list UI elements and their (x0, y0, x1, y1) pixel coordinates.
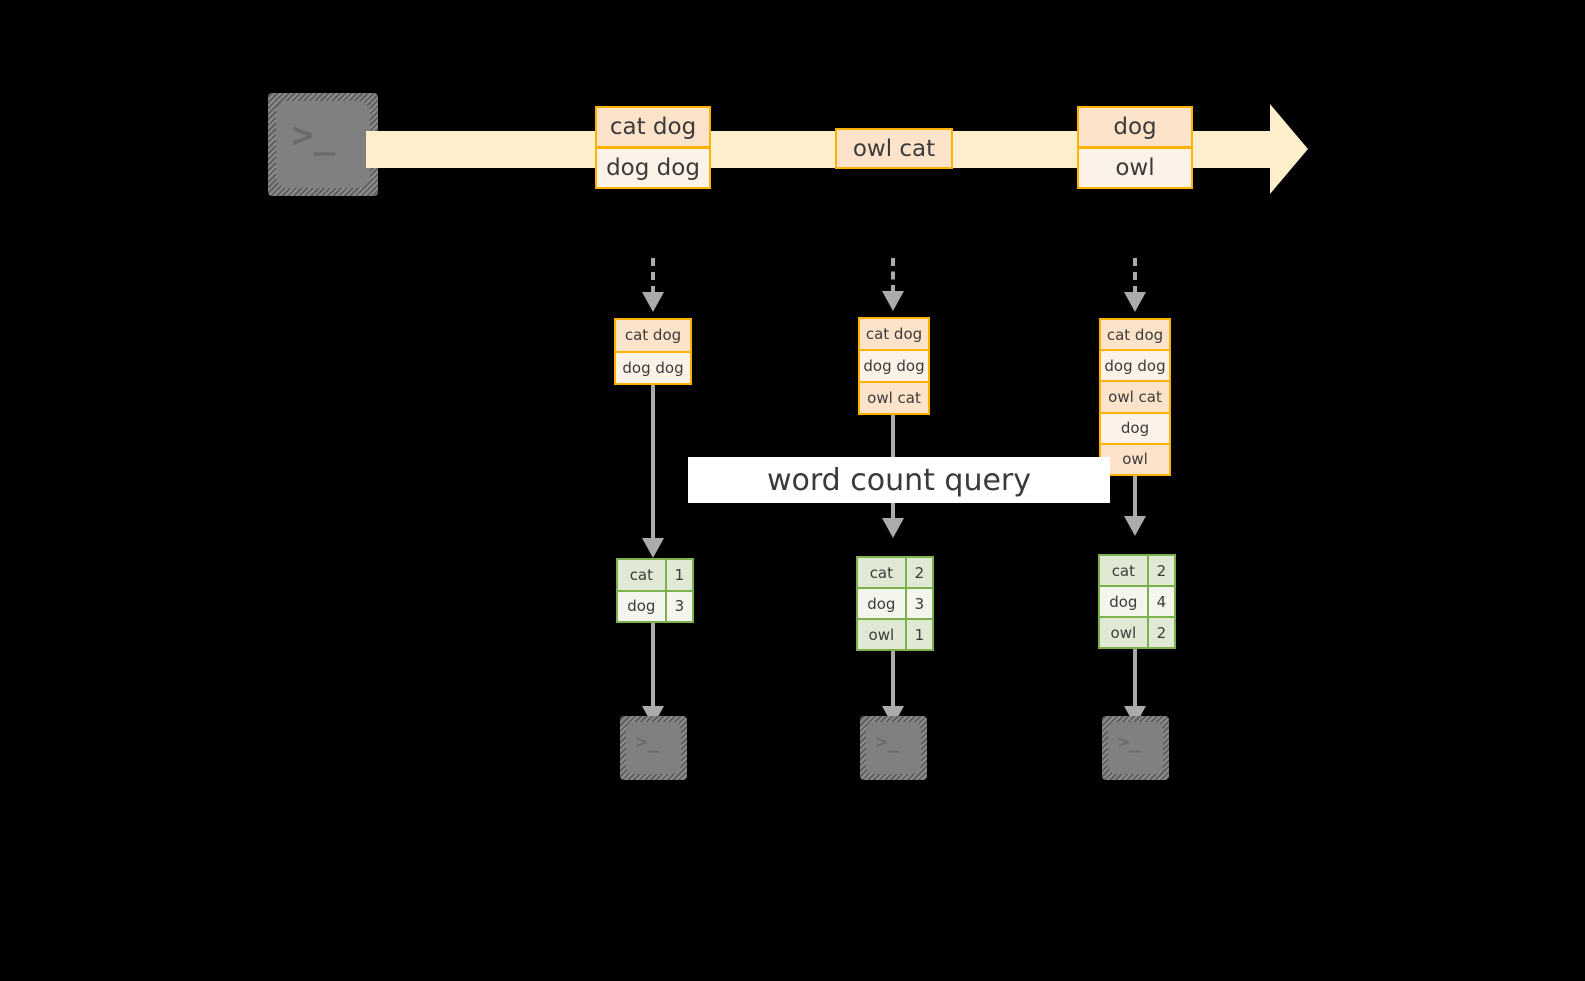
stack-row: owl cat (860, 383, 928, 413)
snapshot-trigger-arrow-shaft (1133, 258, 1137, 294)
stream-record-line: owl cat (835, 128, 953, 169)
stack-row: cat dog (860, 319, 928, 349)
record-text: owl cat (852, 135, 936, 162)
stack-row: dog dog (616, 352, 690, 383)
snapshot-3-sink-arrow-shaft (1133, 649, 1137, 708)
result-word: cat (858, 558, 905, 587)
record-text: cat dog (609, 114, 697, 140)
stack-row-text: dog dog (1104, 356, 1166, 375)
stack-row-text: dog dog (863, 357, 925, 375)
snapshot-2-sink-arrow-shaft (891, 651, 895, 708)
result-count: 2 (1148, 618, 1174, 647)
result-count: 2 (906, 558, 932, 587)
result-word: cat (618, 560, 665, 590)
snapshot-1-result-table: cat 1 dog 3 (616, 558, 694, 623)
result-count: 3 (666, 591, 692, 621)
result-count: 3 (906, 589, 932, 618)
result-row: cat 2 (1100, 556, 1174, 585)
stream-record-line: dog (1077, 106, 1193, 148)
stack-row-text: cat dog (865, 325, 923, 343)
stack-row-text: owl cat (1108, 388, 1162, 406)
terminal-screen: >_ (626, 722, 681, 774)
result-count: 1 (906, 620, 932, 649)
stack-row-text: owl cat (867, 389, 921, 407)
stack-row: cat dog (616, 320, 690, 351)
record-text: owl (1115, 155, 1155, 181)
stream-record-line: cat dog (595, 106, 711, 148)
stack-row: dog (1101, 413, 1169, 443)
snapshot-3-sink-terminal-icon: >_ (1102, 716, 1169, 780)
snapshot-2-sink-terminal-icon: >_ (860, 716, 927, 780)
result-count: 1 (666, 560, 692, 590)
terminal-prompt-glyph: >_ (635, 731, 659, 754)
terminal-screen: >_ (1108, 722, 1163, 774)
record-text: dog (1113, 114, 1157, 140)
source-terminal-icon: >_ (268, 93, 378, 196)
snapshot-1-sink-arrow-shaft (651, 623, 655, 708)
stack-row: dog dog (860, 351, 928, 381)
result-row: dog 3 (618, 591, 692, 621)
snapshot-trigger-arrow-head (1124, 292, 1146, 312)
result-row: owl 2 (1100, 618, 1174, 647)
result-word: owl (858, 620, 905, 649)
record-text: dog dog (606, 155, 700, 181)
snapshot-trigger-arrow-head (882, 291, 904, 311)
snapshot-3-query-arrow-head (1124, 516, 1146, 536)
stack-row-text: cat dog (1106, 325, 1164, 344)
result-row: dog 4 (1100, 587, 1174, 616)
terminal-prompt-glyph: >_ (1117, 731, 1141, 754)
snapshot-2-result-table: cat 2 dog 3 owl 1 (856, 556, 934, 651)
stream-arrow-head (1270, 104, 1308, 194)
terminal-screen: >_ (276, 101, 370, 188)
result-row: cat 2 (858, 558, 932, 587)
result-row: cat 1 (618, 560, 692, 590)
snapshot-trigger-arrow-head (642, 292, 664, 312)
result-count: 2 (1148, 556, 1174, 585)
terminal-prompt-glyph: >_ (291, 115, 336, 157)
terminal-screen: >_ (866, 722, 921, 774)
stack-row: cat dog (1101, 320, 1169, 350)
stack-row-text: owl (1122, 450, 1148, 469)
snapshot-3-result-table: cat 2 dog 4 owl 2 (1098, 554, 1176, 649)
snapshot-3-input-stack: cat dog dog dog owl cat dog owl (1099, 318, 1171, 476)
snapshot-trigger-arrow-shaft (651, 258, 655, 294)
query-label: word count query (688, 457, 1110, 503)
result-word: dog (618, 591, 665, 621)
result-word: dog (1100, 587, 1147, 616)
result-word: dog (858, 589, 905, 618)
snapshot-trigger-arrow-shaft (891, 258, 895, 293)
snapshot-1-query-arrow-head (642, 538, 664, 558)
stack-row: dog dog (1101, 351, 1169, 381)
terminal-prompt-glyph: >_ (875, 731, 899, 754)
result-word: cat (1100, 556, 1147, 585)
query-label-text: word count query (766, 462, 1032, 498)
snapshot-2-query-arrow-head (882, 518, 904, 538)
snapshot-1-query-arrow-shaft (651, 385, 655, 540)
result-row: owl 1 (858, 620, 932, 649)
result-count: 4 (1148, 587, 1174, 616)
snapshot-2-input-stack: cat dog dog dog owl cat (858, 317, 930, 415)
stream-record-line: owl (1077, 147, 1193, 189)
result-word: owl (1100, 618, 1147, 647)
stack-row-text: dog dog (622, 358, 684, 377)
snapshot-1-input-stack: cat dog dog dog (614, 318, 692, 385)
snapshot-1-sink-terminal-icon: >_ (620, 716, 687, 780)
stack-row: owl cat (1101, 382, 1169, 412)
result-row: dog 3 (858, 589, 932, 618)
stack-row-text: dog (1120, 419, 1150, 438)
stack-row-text: cat dog (624, 326, 682, 345)
stack-row: owl (1101, 444, 1169, 475)
stream-record-line: dog dog (595, 147, 711, 189)
snapshot-3-query-arrow-shaft (1133, 476, 1137, 518)
